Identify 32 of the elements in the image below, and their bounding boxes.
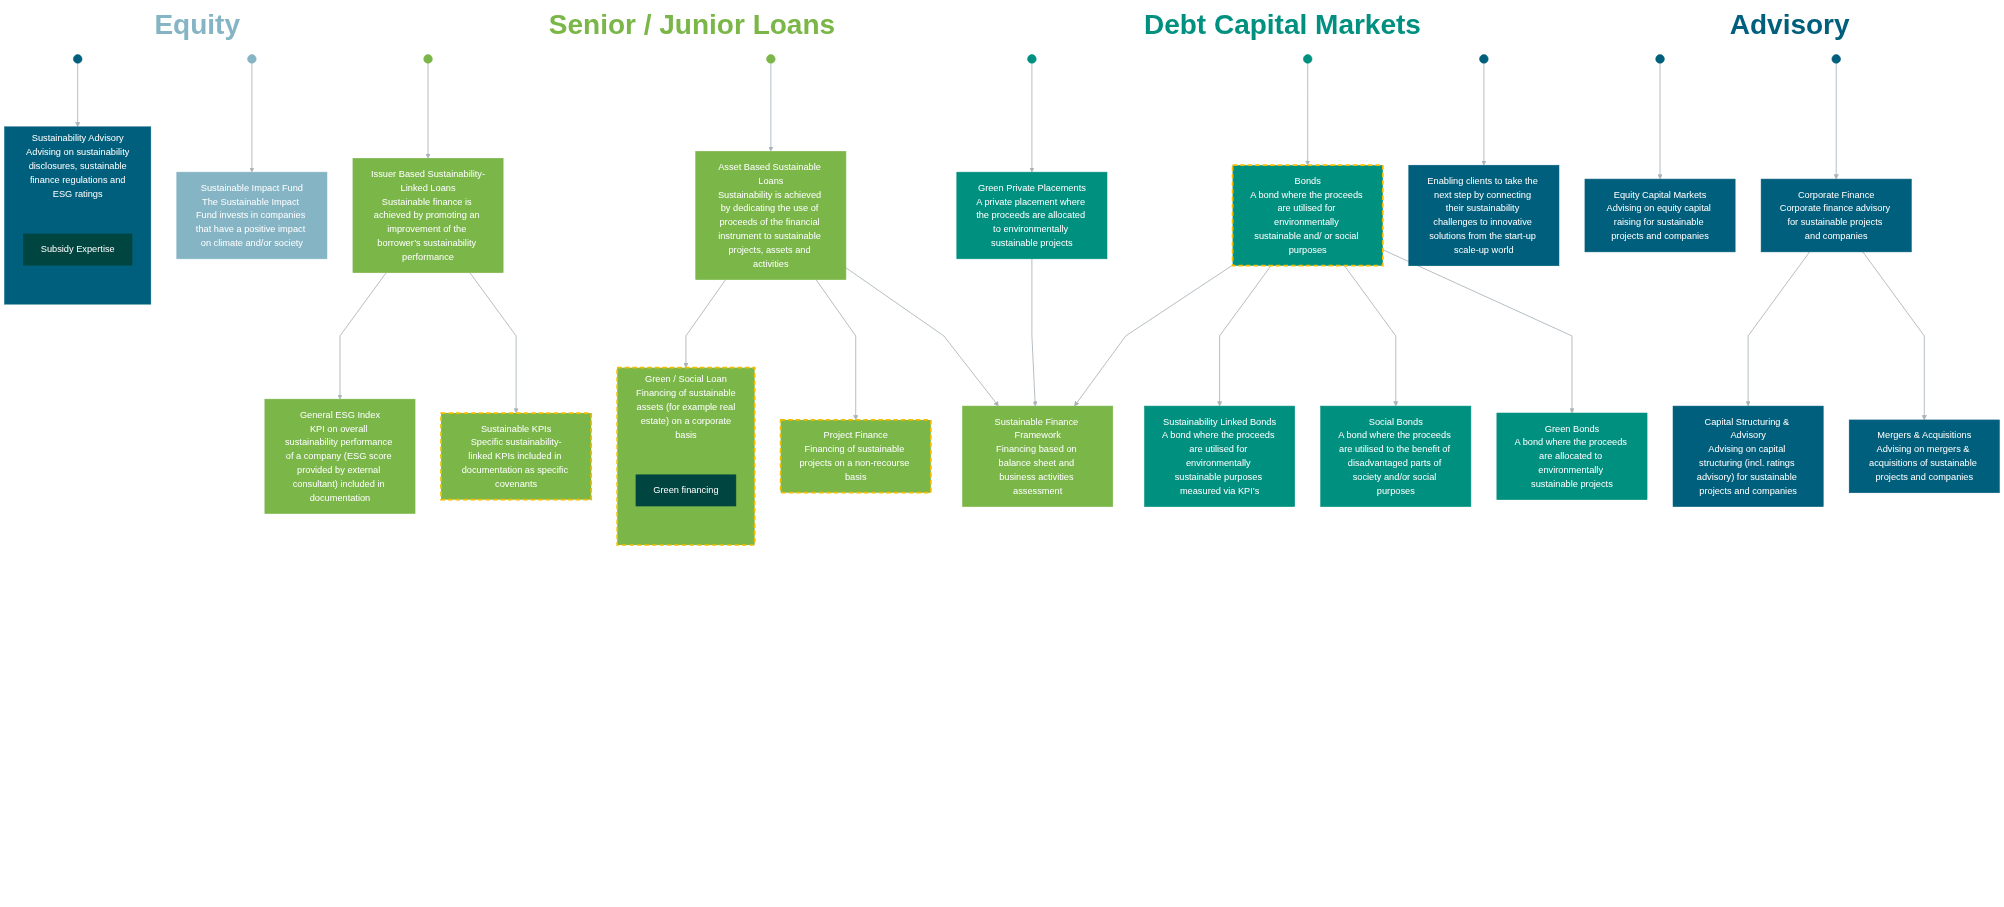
node-box: Project Finance Financing of sustainable projects on a non-recourse basis bbox=[779, 419, 932, 494]
node-box: Issuer Based Sustainability-Linked Loans Sustainable finance is achieved by promoting an improvement of the borrower’s sustainability performance bbox=[352, 158, 504, 273]
node-box: General ESG Index KPI on overall sustainability performance of a company (ESG score provided by external consultant) included in documentation bbox=[264, 398, 416, 514]
section-heading: Advisory bbox=[1729, 9, 1850, 41]
node-box: Enabling clients to take the next step by connecting their sustainability challenges to innovative solutions from the start-up scale-up world bbox=[1408, 164, 1560, 267]
node-circle bbox=[766, 54, 776, 64]
section-heading: Senior / Junior Loans bbox=[548, 9, 836, 41]
node-box: Asset Based Sustainable Loans Sustainability is achieved by dedicating the use of proceeds of the financial instrument to sustainable projects, assets and activities bbox=[695, 151, 847, 280]
node-box: Bonds A bond where the proceeds are utilised for environmentally sustainable and/ or social purposes bbox=[1231, 164, 1384, 267]
node-box: Equity Capital Markets Advising on equity capital raising for sustainable projects and companies bbox=[1584, 178, 1736, 253]
node-circle bbox=[73, 54, 83, 64]
node-box: Mergers & Acquisitions Advising on mergers & acquisitions of sustainable projects and companies bbox=[1848, 419, 2000, 494]
node-box: Sustainable KPIs Specific sustainability-linked KPIs included in documentation as specific covenants bbox=[440, 412, 593, 501]
node-circle bbox=[1303, 54, 1313, 64]
node-box: Subsidy Expertise bbox=[23, 233, 133, 266]
node-box: Sustainable Finance Framework Financing based on balance sheet and business activities assessment bbox=[962, 405, 1114, 507]
node-circle bbox=[1831, 54, 1841, 64]
node-box: Green Private Placements A private placement where the proceeds are allocated to environmentally sustainable projects bbox=[956, 171, 1108, 260]
section-heading: Debt Capital Markets bbox=[1143, 9, 1421, 41]
section-heading: Equity bbox=[154, 9, 240, 41]
node-box: Sustainable Impact Fund The Sustainable Impact Fund invests in companies that have a positive impact on climate and/or society bbox=[176, 171, 328, 260]
node-circle bbox=[1479, 54, 1489, 64]
node-circle bbox=[1027, 54, 1037, 64]
node-box: Corporate Finance Corporate finance advisory for sustainable projects and companies bbox=[1760, 178, 1912, 253]
node-box: Capital Structuring & Advisory Advising on capital structuring (incl. ratings advisory) for sustainable projects and companies bbox=[1672, 405, 1824, 507]
node-box: Social Bonds A bond where the proceeds are utilised to the benefit of disadvantaged parts of society and/or social purposes bbox=[1320, 405, 1472, 507]
node-circle bbox=[423, 54, 433, 64]
node-box: Sustainability Linked Bonds A bond where the proceeds are utilised for environmentally sustainable purposes measured via KPI’s bbox=[1144, 405, 1295, 507]
node-box: Green financing bbox=[635, 474, 737, 507]
node-box: Green Bonds A bond where the proceeds are allocated to environmentally sustainable projects bbox=[1496, 412, 1648, 500]
node-circle bbox=[247, 54, 257, 64]
node-circle bbox=[1655, 54, 1665, 64]
